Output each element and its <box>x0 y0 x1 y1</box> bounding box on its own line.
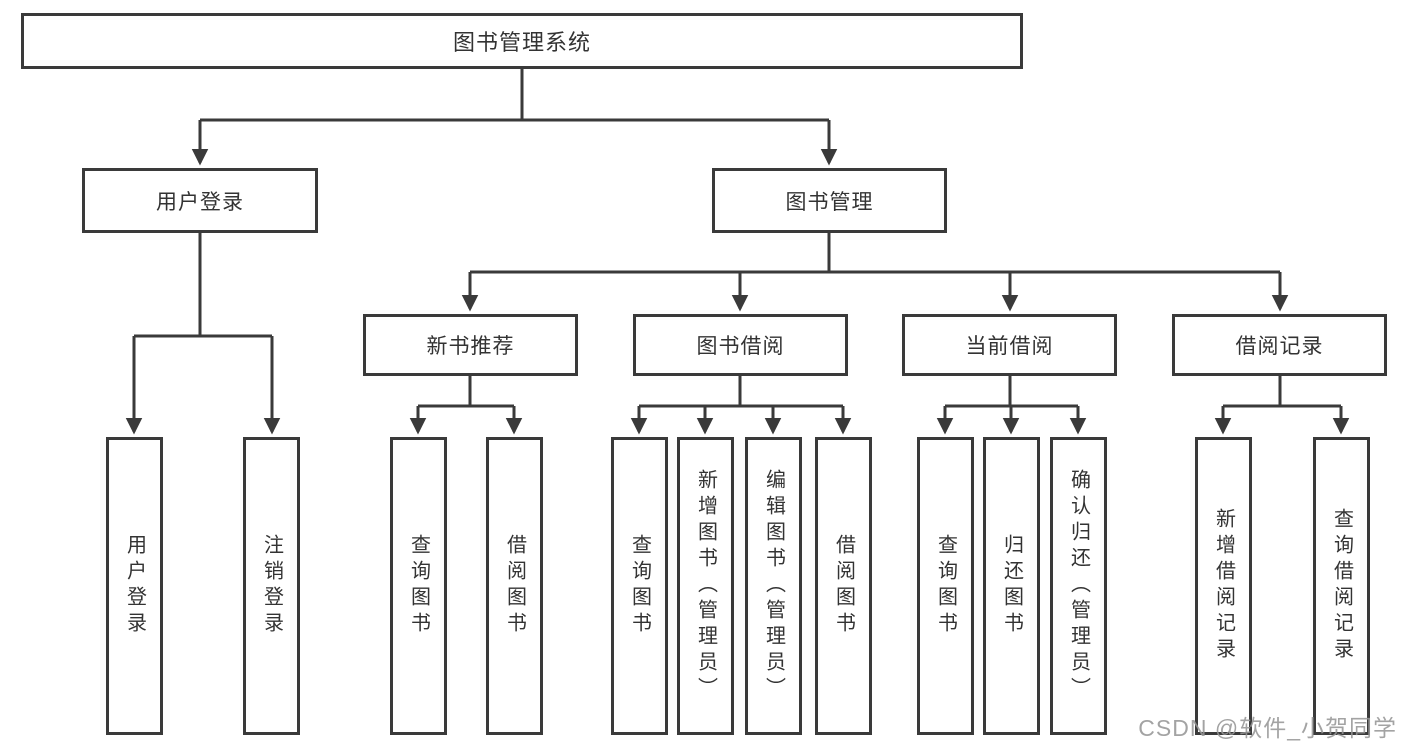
node-label: 用户登录 <box>123 534 146 638</box>
node-label: 查询图书 <box>407 534 430 638</box>
node-label: 图书管理系统 <box>452 30 591 55</box>
node-label: 查询图书 <box>628 534 651 638</box>
node-library-management-system: 图书管理系统 <box>21 13 1023 69</box>
node-label: 确认归还（管理员） <box>1067 469 1090 703</box>
node-label: 借阅图书 <box>503 534 526 638</box>
node-label: 图书借阅 <box>696 335 785 358</box>
leaf-logout: 注销登录 <box>243 437 300 735</box>
node-label: 借阅记录 <box>1235 335 1324 358</box>
leaf-add-borrow-record: 新增借阅记录 <box>1195 437 1252 735</box>
node-label: 归还图书 <box>1000 534 1023 638</box>
leaf-user-login: 用户登录 <box>106 437 163 735</box>
leaf-query-borrow-record: 查询借阅记录 <box>1313 437 1370 735</box>
node-label: 查询借阅记录 <box>1330 508 1353 664</box>
node-label: 编辑图书（管理员） <box>762 469 785 703</box>
node-book-borrowing: 图书借阅 <box>633 314 848 376</box>
leaf-edit-books-admin: 编辑图书（管理员） <box>745 437 802 735</box>
node-book-management-branch: 图书管理 <box>712 168 947 233</box>
node-label: 新增图书（管理员） <box>694 469 717 703</box>
node-new-book-recommendation: 新书推荐 <box>363 314 578 376</box>
node-label: 图书管理 <box>785 190 874 214</box>
leaf-confirm-return-admin: 确认归还（管理员） <box>1050 437 1107 735</box>
node-label: 新增借阅记录 <box>1212 508 1235 664</box>
node-label: 新书推荐 <box>426 335 515 358</box>
leaf-query-books-borrow: 查询图书 <box>611 437 668 735</box>
watermark: CSDN @软件_小贺同学 <box>1138 715 1397 741</box>
node-label: 当前借阅 <box>965 335 1054 358</box>
leaf-query-books-recommend: 查询图书 <box>390 437 447 735</box>
leaf-query-books-current: 查询图书 <box>917 437 974 735</box>
leaf-add-books-admin: 新增图书（管理员） <box>677 437 734 735</box>
node-label: 借阅图书 <box>832 534 855 638</box>
leaf-borrow-books: 借阅图书 <box>815 437 872 735</box>
node-label: 查询图书 <box>934 534 957 638</box>
leaf-return-books: 归还图书 <box>983 437 1040 735</box>
node-borrowing-records: 借阅记录 <box>1172 314 1387 376</box>
leaf-borrow-books-recommend: 借阅图书 <box>486 437 543 735</box>
node-current-borrowing: 当前借阅 <box>902 314 1117 376</box>
node-label: 用户登录 <box>156 190 244 214</box>
node-label: 注销登录 <box>260 534 283 638</box>
node-user-login-branch: 用户登录 <box>82 168 318 233</box>
